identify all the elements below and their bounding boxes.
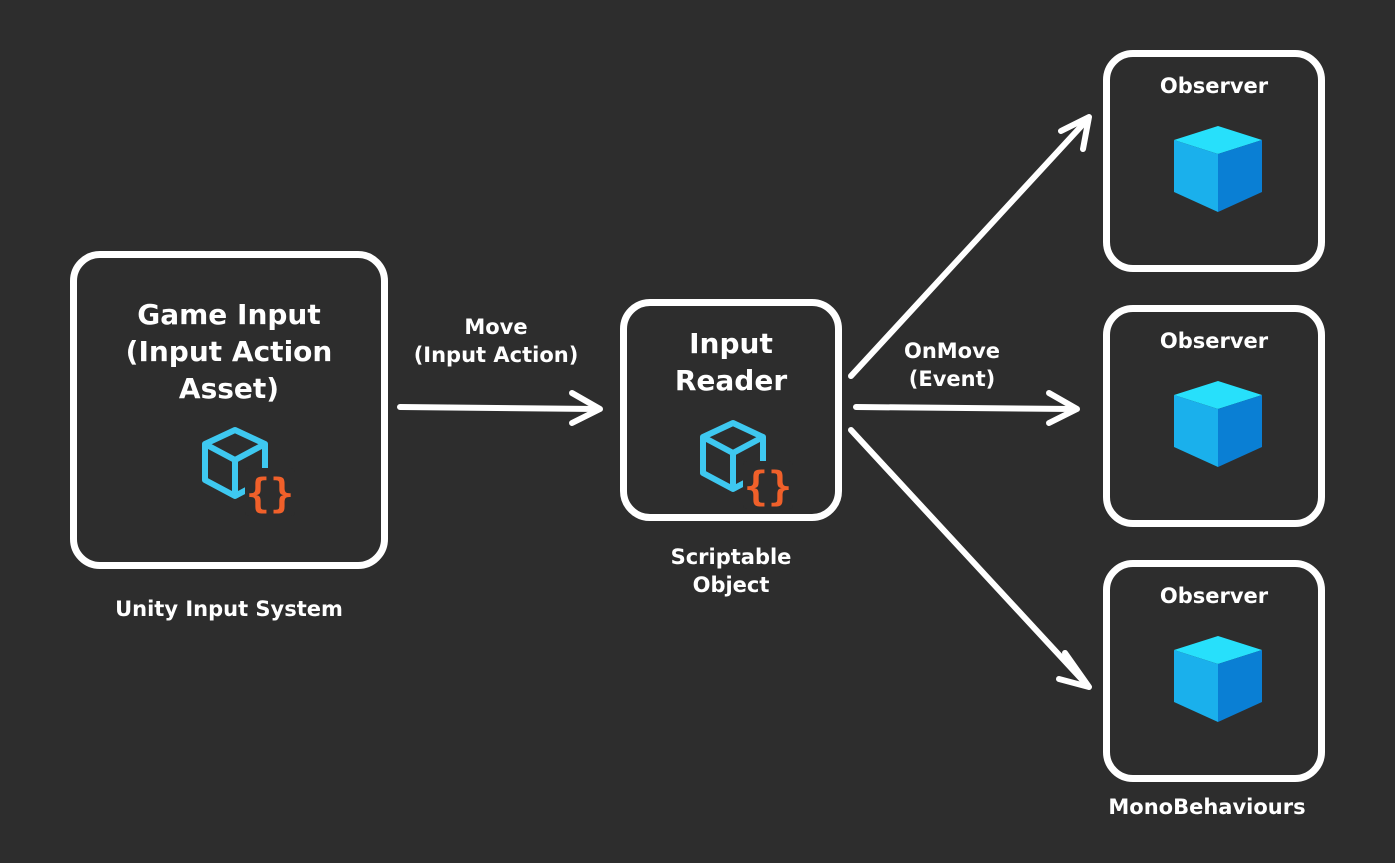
observer-node: Observer <box>1103 305 1325 527</box>
game-input-node: Game Input (Input Action Asset) {} <box>70 251 388 569</box>
observers-caption: MonoBehaviours <box>1108 795 1306 819</box>
observer-title: Observer <box>1159 74 1269 98</box>
onmove-arrow-down-head <box>1056 650 1092 690</box>
onmove-arrow-up-head <box>1058 114 1092 152</box>
game-input-caption: Unity Input System <box>115 597 343 621</box>
input-action-asset-icon: {} <box>700 420 793 510</box>
move-arrow-head <box>569 390 603 426</box>
onmove-arrow-mid-head <box>1046 390 1080 426</box>
observer-node: Observer <box>1103 50 1325 272</box>
input-reader-node: Input Reader {} <box>620 299 842 521</box>
cube-icon <box>1174 636 1262 722</box>
input-reader-title: Input Reader <box>674 327 788 397</box>
cube-icon <box>1174 126 1262 212</box>
onmove-arrow-down-line <box>848 427 1089 687</box>
observer-node: Observer <box>1103 560 1325 782</box>
observer-title: Observer <box>1159 584 1269 608</box>
cube-icon <box>1174 381 1262 467</box>
move-edge-label: Move (Input Action) <box>413 315 579 367</box>
move-arrow-line <box>397 404 599 412</box>
onmove-arrow-up-line <box>848 118 1089 379</box>
svg-text:{}: {} <box>744 464 792 510</box>
game-input-title: Game Input (Input Action Asset) <box>125 298 333 405</box>
svg-text:{}: {} <box>246 471 294 517</box>
input-action-asset-icon: {} <box>202 427 295 517</box>
input-reader-caption: Scriptable Object <box>670 545 792 597</box>
onmove-arrow-mid-line <box>853 404 1076 412</box>
observer-title: Observer <box>1159 329 1269 353</box>
onmove-edge-label: OnMove (Event) <box>903 339 1001 391</box>
